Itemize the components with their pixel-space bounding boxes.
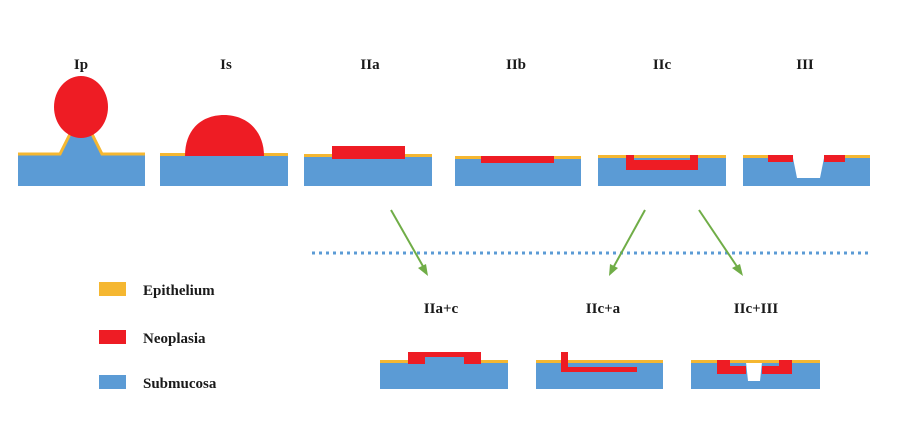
submucosa-block: [18, 154, 145, 186]
shape-iic: [598, 155, 726, 186]
legend-label-epithelium: Epithelium: [143, 283, 215, 299]
epithelium-layer-right: [824, 155, 870, 158]
neoplasia-depression: [626, 155, 698, 170]
neoplasia-plaque: [332, 146, 405, 159]
legend-label-submucosa: Submucosa: [143, 376, 217, 392]
submucosa-block: [160, 155, 288, 186]
neoplasia-depressed-elevated: [561, 352, 637, 372]
label-is: Is: [220, 57, 232, 73]
neoplasia-head: [54, 76, 108, 138]
label-iii: III: [796, 57, 814, 73]
label-iia-c: IIa+c: [424, 301, 459, 317]
neoplasia-dome: [185, 115, 264, 156]
legend-swatch-submucosa: [99, 375, 126, 389]
label-ip: Ip: [74, 57, 88, 73]
neoplasia-flat: [481, 156, 554, 163]
label-iic-iii: IIc+III: [734, 301, 779, 317]
shape-iia: [304, 146, 432, 186]
arrow-iia-to-iia-c: [390, 209, 428, 276]
shape-iic-iii: [691, 360, 820, 389]
submucosa-block: [743, 158, 870, 186]
label-iib: IIb: [506, 57, 526, 73]
label-iic-a: IIc+a: [586, 301, 621, 317]
legend-swatch-neoplasia: [99, 330, 126, 344]
submucosa-block: [536, 362, 663, 389]
submucosa-block: [304, 156, 432, 186]
neoplasia-depressed-excavated-right: [762, 360, 792, 374]
neoplasia-left: [768, 155, 793, 162]
legend-swatch-epithelium: [99, 282, 126, 296]
label-iic: IIc: [653, 57, 672, 73]
shape-ip: [18, 76, 145, 186]
neoplasia-right: [824, 155, 845, 162]
arrow-iic-to-iic-a: [609, 209, 646, 276]
legend-label-neoplasia: Neoplasia: [143, 331, 206, 347]
submucosa-block: [380, 362, 508, 389]
legend: Epithelium Neoplasia Submucosa: [99, 282, 217, 392]
epithelium-layer: [691, 360, 820, 363]
shape-iii: [743, 155, 870, 186]
shape-iia-c: [380, 352, 508, 389]
shape-iic-a: [536, 352, 663, 389]
neoplasia-depressed-excavated: [717, 360, 746, 374]
central-depression: [425, 357, 464, 364]
shape-is: [160, 115, 288, 186]
arrow-iic-to-iic-iii: [698, 209, 743, 276]
submucosa-stalk: [60, 135, 102, 155]
epithelium-layer: [536, 360, 663, 363]
epithelium-layer: [598, 155, 726, 158]
label-iia: IIa: [360, 57, 380, 73]
submucosa-block: [691, 362, 820, 389]
shape-iib: [455, 156, 581, 186]
